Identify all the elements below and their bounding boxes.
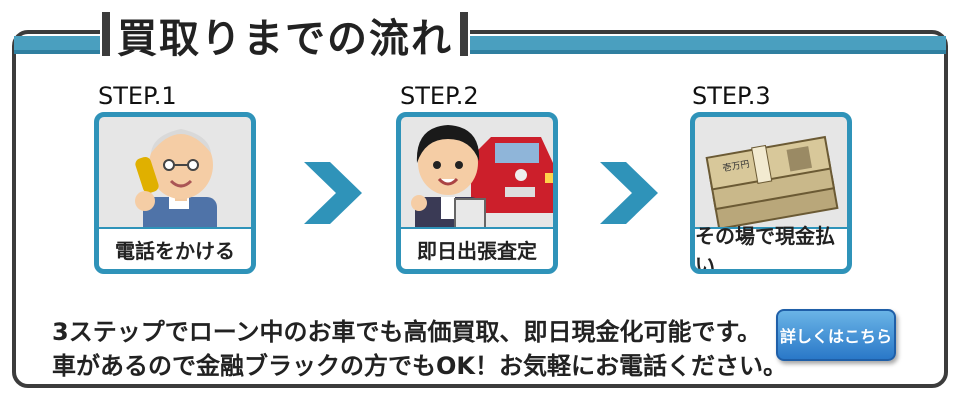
step-2-label: STEP.2 [400, 82, 479, 110]
step-3-caption: その場で現金払い [695, 224, 847, 269]
step-2-card: 即日出張査定 [396, 112, 558, 274]
cash-bundle-icon: 壱万円 [705, 135, 839, 229]
step-3-card: 壱万円 その場で現金払い [690, 112, 852, 274]
header-stripe-dark [14, 50, 946, 54]
title-bar-left [102, 12, 110, 56]
step-1-caption: 電話をかける [99, 227, 251, 269]
chevron-right-icon [600, 162, 658, 224]
bill-text: 壱万円 [722, 158, 751, 174]
step-1-label: STEP.1 [98, 82, 177, 110]
page-title: 買取りまでの流れ [117, 16, 453, 62]
elderly-man-phone-icon [135, 129, 217, 229]
title-bar-right [460, 12, 468, 56]
details-button[interactable]: 詳しくはこちら [776, 309, 896, 361]
appraiser-with-car-icon [411, 125, 553, 229]
chevron-right-icon [304, 162, 362, 224]
step-3-label: STEP.3 [692, 82, 771, 110]
description-line-2: 車があるので金融ブラックの方でもOK！お気軽にお電話ください。 [52, 352, 787, 380]
step-2-caption: 即日出張査定 [401, 227, 553, 269]
title-block: 買取りまでの流れ [100, 0, 470, 70]
description-line-1: 3ステップでローン中のお車でも高価買取、即日現金化可能です。 [52, 318, 762, 346]
step-1-card: 電話をかける [94, 112, 256, 274]
